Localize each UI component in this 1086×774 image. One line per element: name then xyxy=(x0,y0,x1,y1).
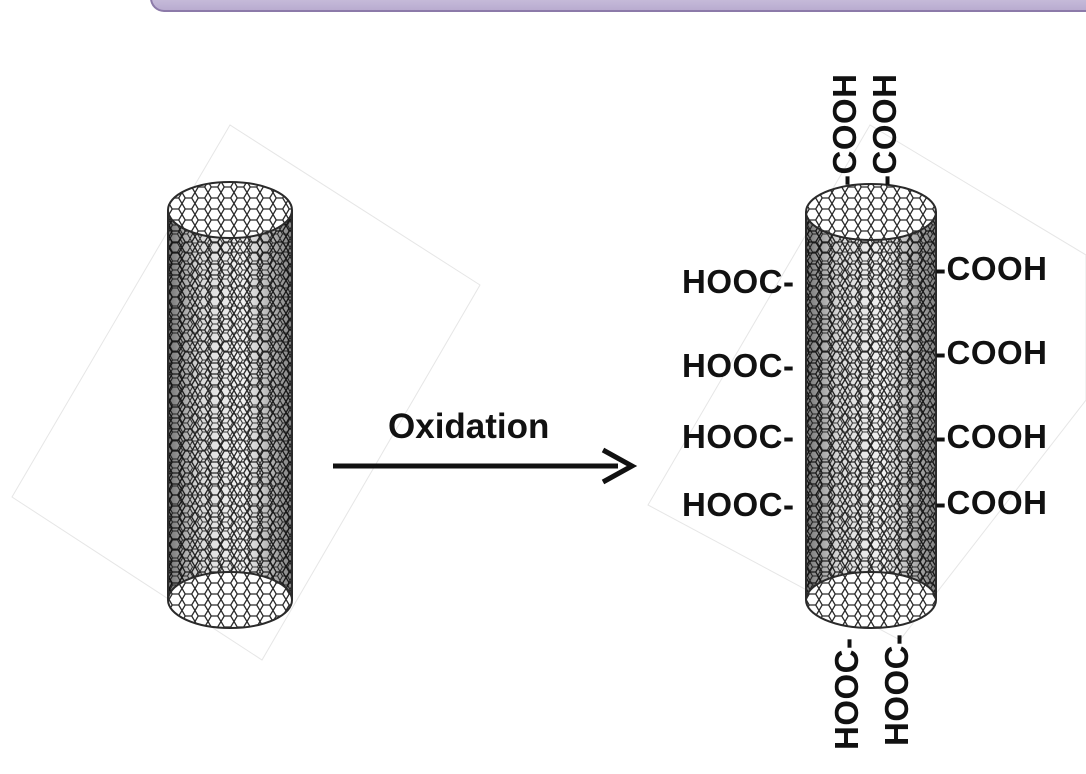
top-group-label-2: -COOH xyxy=(866,73,903,187)
right-group-label-2: -COOH xyxy=(935,334,1048,371)
top-group-label-1: -COOH xyxy=(826,73,863,187)
left-group-label-2: HOOC- xyxy=(682,347,795,384)
pristine-nanotube xyxy=(167,181,293,629)
left-group-label-1: HOOC- xyxy=(682,263,795,300)
oxidized-nanotube xyxy=(805,183,937,629)
bottom-group-label-2: HOOC- xyxy=(878,633,915,747)
right-group-label-3: -COOH xyxy=(935,418,1048,455)
oxidation-label: Oxidation xyxy=(388,407,550,446)
right-group-label-4: -COOH xyxy=(935,484,1048,521)
left-group-label-4: HOOC- xyxy=(682,486,795,523)
right-group-label-1: -COOH xyxy=(935,250,1048,287)
reaction-arrow xyxy=(333,447,638,485)
left-group-label-3: HOOC- xyxy=(682,418,795,455)
bottom-group-label-1: HOOC- xyxy=(828,637,865,751)
